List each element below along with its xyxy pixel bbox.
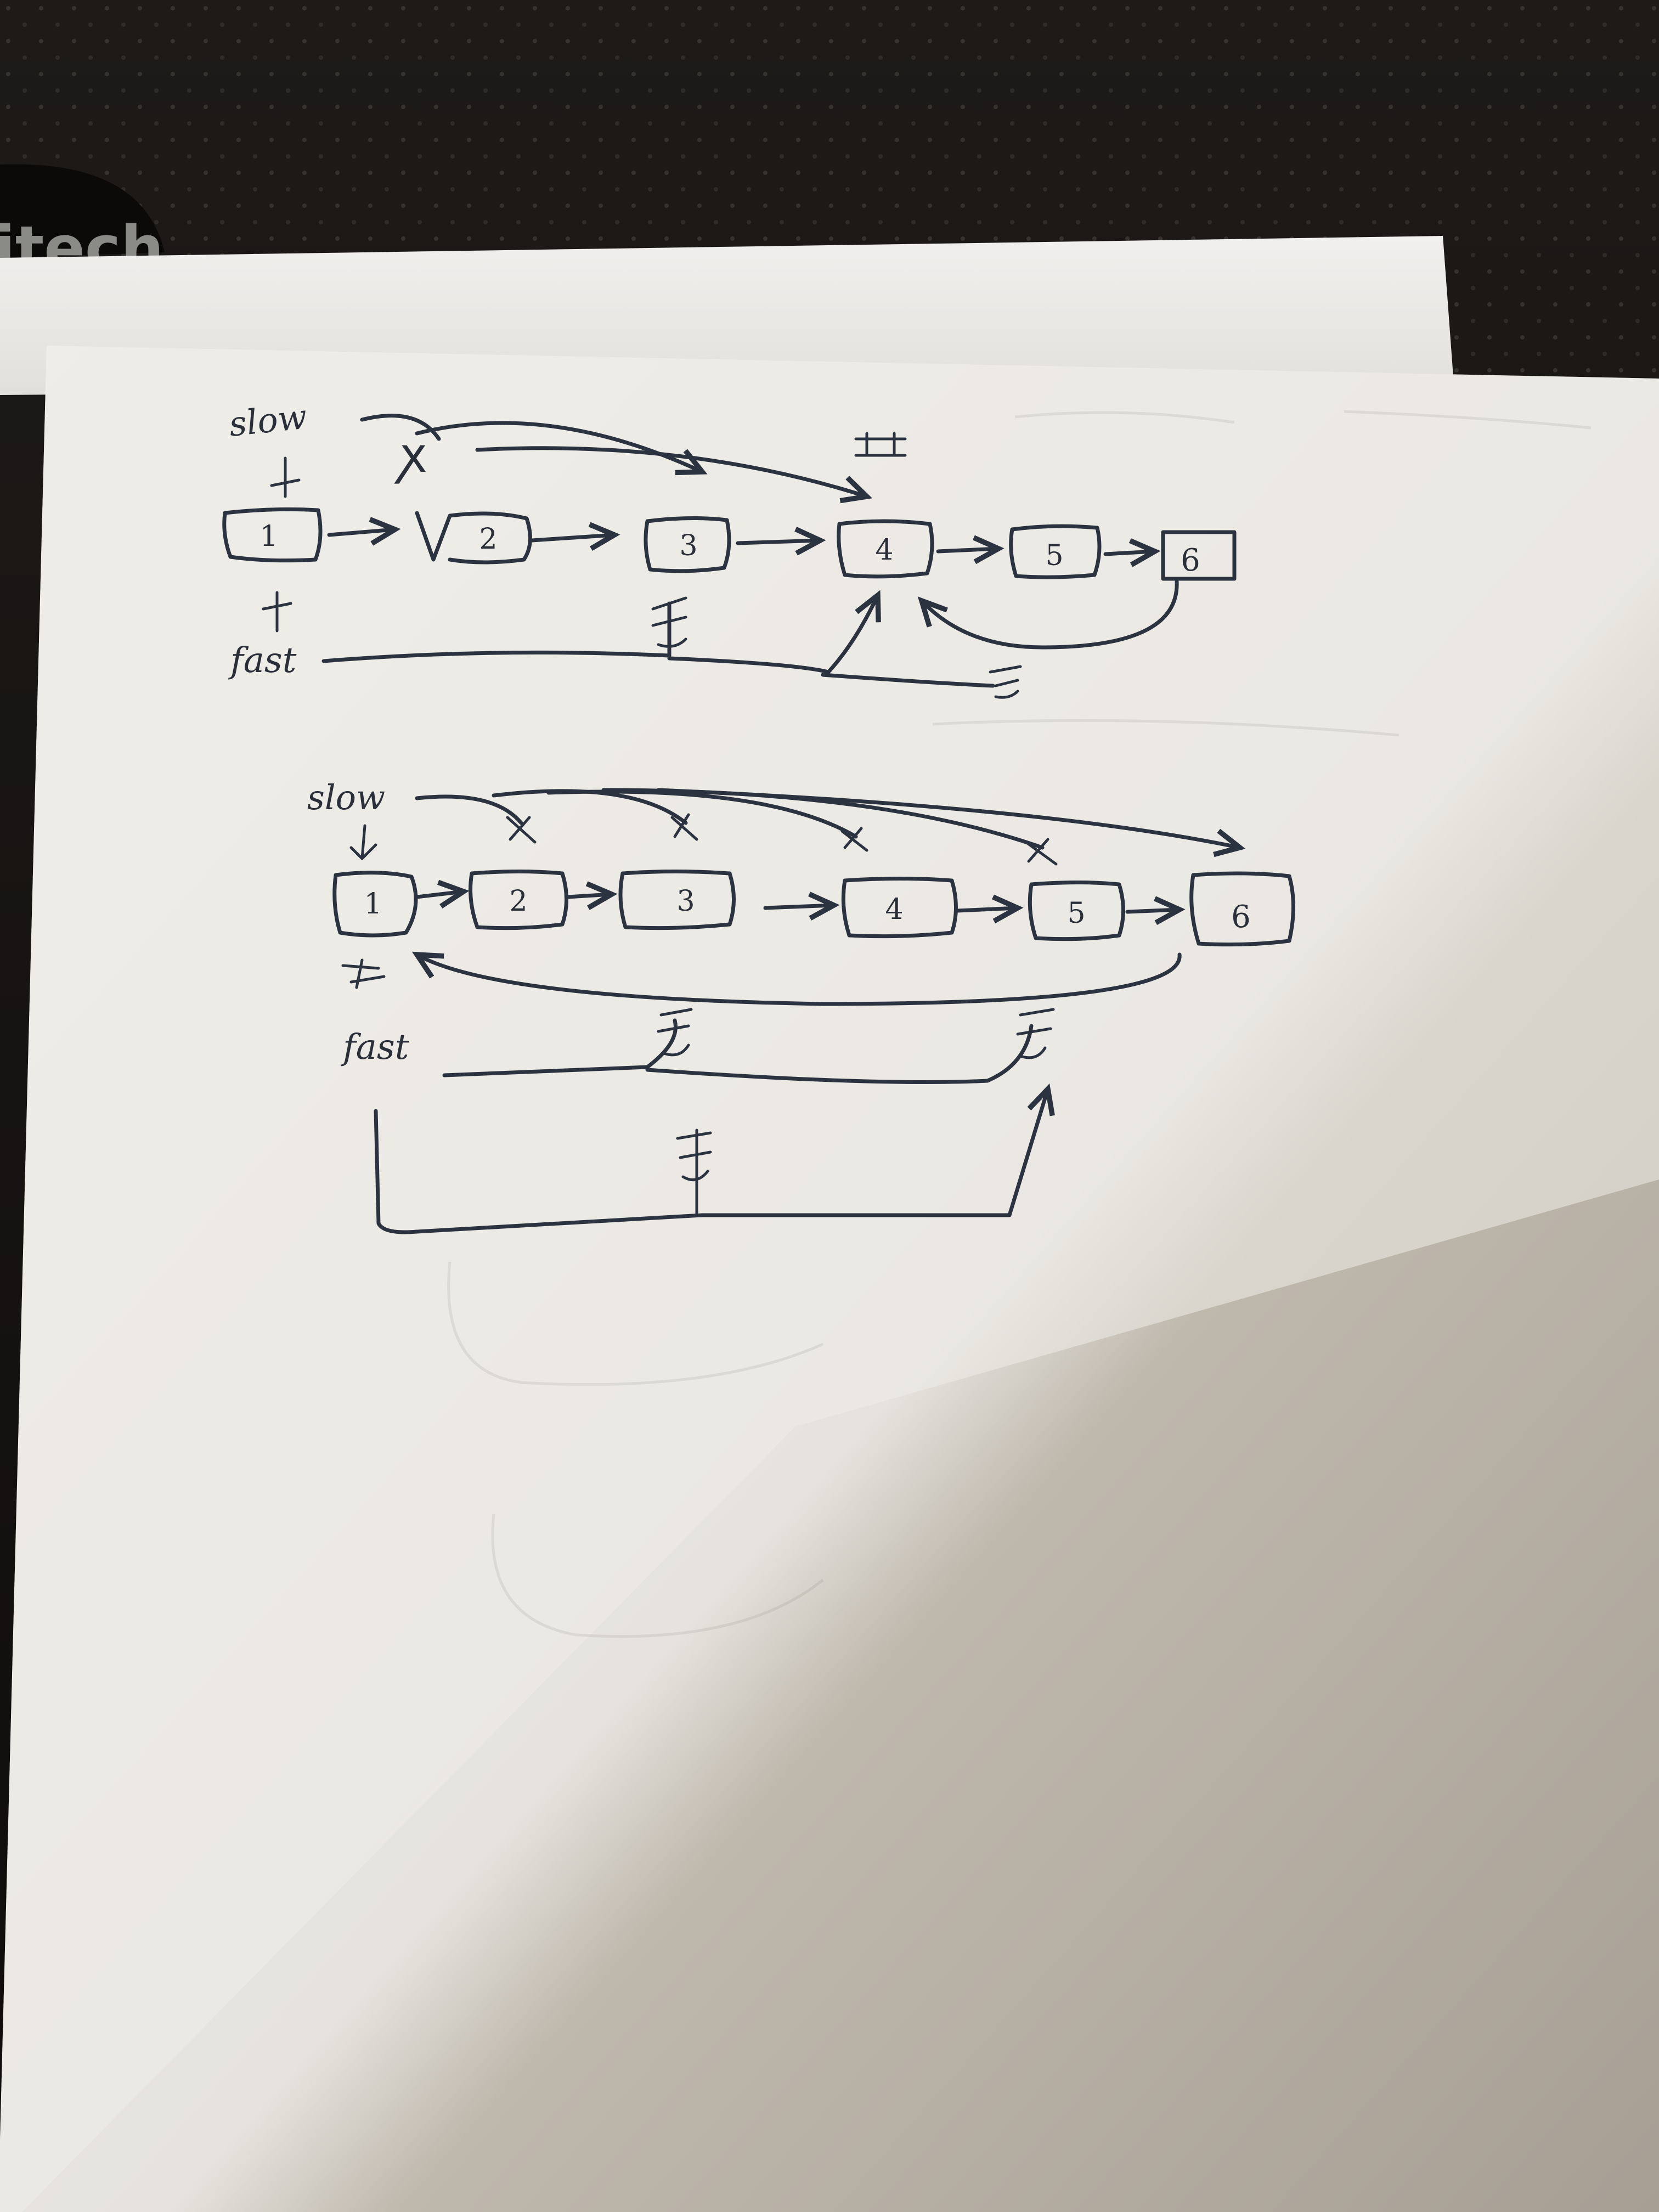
svg-text:4: 4: [875, 534, 893, 567]
bottom-fast-scribble-1: [657, 1008, 693, 1057]
top-slow-arc-1: [360, 414, 441, 441]
top-link-5-6: [1103, 538, 1161, 567]
bottom-link-4-5: [955, 894, 1024, 924]
top-node-3: 3: [644, 516, 731, 573]
faint-impressions: [447, 410, 1592, 1638]
top-fast-pointer: [262, 591, 292, 633]
top-node-4: 4: [837, 519, 934, 579]
top-slow-arc-3: [475, 446, 873, 504]
bottom-slow-tick-2: [506, 816, 537, 844]
bottom-node-3: 3: [618, 870, 736, 930]
svg-text:5: 5: [1045, 539, 1063, 572]
top-fast-scribble-1: [651, 596, 687, 648]
bottom-slow-arc-5: [656, 788, 1246, 857]
bottom-link-3-4: [763, 891, 840, 921]
bottom-slow-tick-4: [840, 827, 868, 852]
top-node-2: 2: [415, 511, 532, 565]
bottom-node-2: 2: [469, 870, 568, 930]
top-cycle-link: [917, 579, 1179, 650]
mousepad-edge: [0, 164, 165, 258]
top-fast-arc-2: [667, 590, 881, 674]
bottom-loop-path: [374, 1083, 1055, 1234]
svg-text:1: 1: [259, 520, 278, 553]
top-slow-pointer: [270, 456, 301, 498]
svg-text:5: 5: [1067, 897, 1085, 930]
bottom-cycle-link: [411, 951, 1182, 1006]
bottom-slow-label: slow: [307, 777, 385, 817]
bottom-link-1-2: [415, 879, 470, 909]
top-fast-label: fast: [228, 640, 297, 681]
bottom-fast-scribble-2: [1016, 1008, 1055, 1059]
svg-text:2: 2: [479, 523, 497, 556]
bottom-fast-arc-1: [442, 1018, 678, 1077]
bottom-node-6: 6: [1189, 871, 1295, 947]
diagram-top: slow ꭗ 1 2 3 4 5: [222, 396, 1237, 699]
bottom-fast-pointer: [341, 958, 386, 989]
top-fast-arc-1: [321, 601, 672, 663]
bottom-link-2-3: [566, 881, 618, 910]
bottom-node-5: 5: [1028, 881, 1125, 941]
top-slow-label: slow: [227, 396, 309, 444]
top-link-1-2: [327, 517, 401, 546]
svg-text:4: 4: [885, 893, 903, 926]
top-link-3-4: [736, 527, 826, 556]
top-scribble-mark: [854, 432, 907, 457]
svg-text:1: 1: [364, 888, 382, 921]
bottom-fast-label: fast: [341, 1027, 409, 1068]
top-node-5: 5: [1009, 524, 1102, 579]
bottom-slow-arc-2: [492, 789, 688, 825]
bottom-node-1: 1: [332, 871, 418, 938]
top-node-1: 1: [222, 507, 323, 563]
paper-light: [0, 346, 1659, 2212]
top-link-4-5: [936, 535, 1005, 565]
bottom-loop-pointer: [676, 1128, 712, 1217]
svg-text:3: 3: [676, 885, 695, 918]
top-fast-arc-3: [821, 673, 995, 688]
bottom-node-4: 4: [841, 877, 958, 939]
bottom-slow-tick-5: [1024, 838, 1058, 866]
bottom-slow-tick-3: [670, 813, 698, 841]
svg-text:2: 2: [509, 885, 527, 918]
diagram-bottom: slow 1 2 3 4: [307, 777, 1295, 1234]
top-link-2-3: [530, 522, 620, 551]
bottom-fast-arc-2: [645, 1024, 1034, 1084]
bottom-link-5-6: [1125, 896, 1186, 926]
bottom-slow-arc-1: [415, 794, 523, 825]
svg-text:6: 6: [1231, 899, 1251, 935]
top-fast-scribble-2: [989, 665, 1022, 699]
svg-text:3: 3: [679, 529, 697, 562]
top-node-6: 6: [1161, 530, 1237, 581]
svg-text:6: 6: [1181, 543, 1200, 578]
bottom-slow-pointer: [349, 824, 377, 860]
